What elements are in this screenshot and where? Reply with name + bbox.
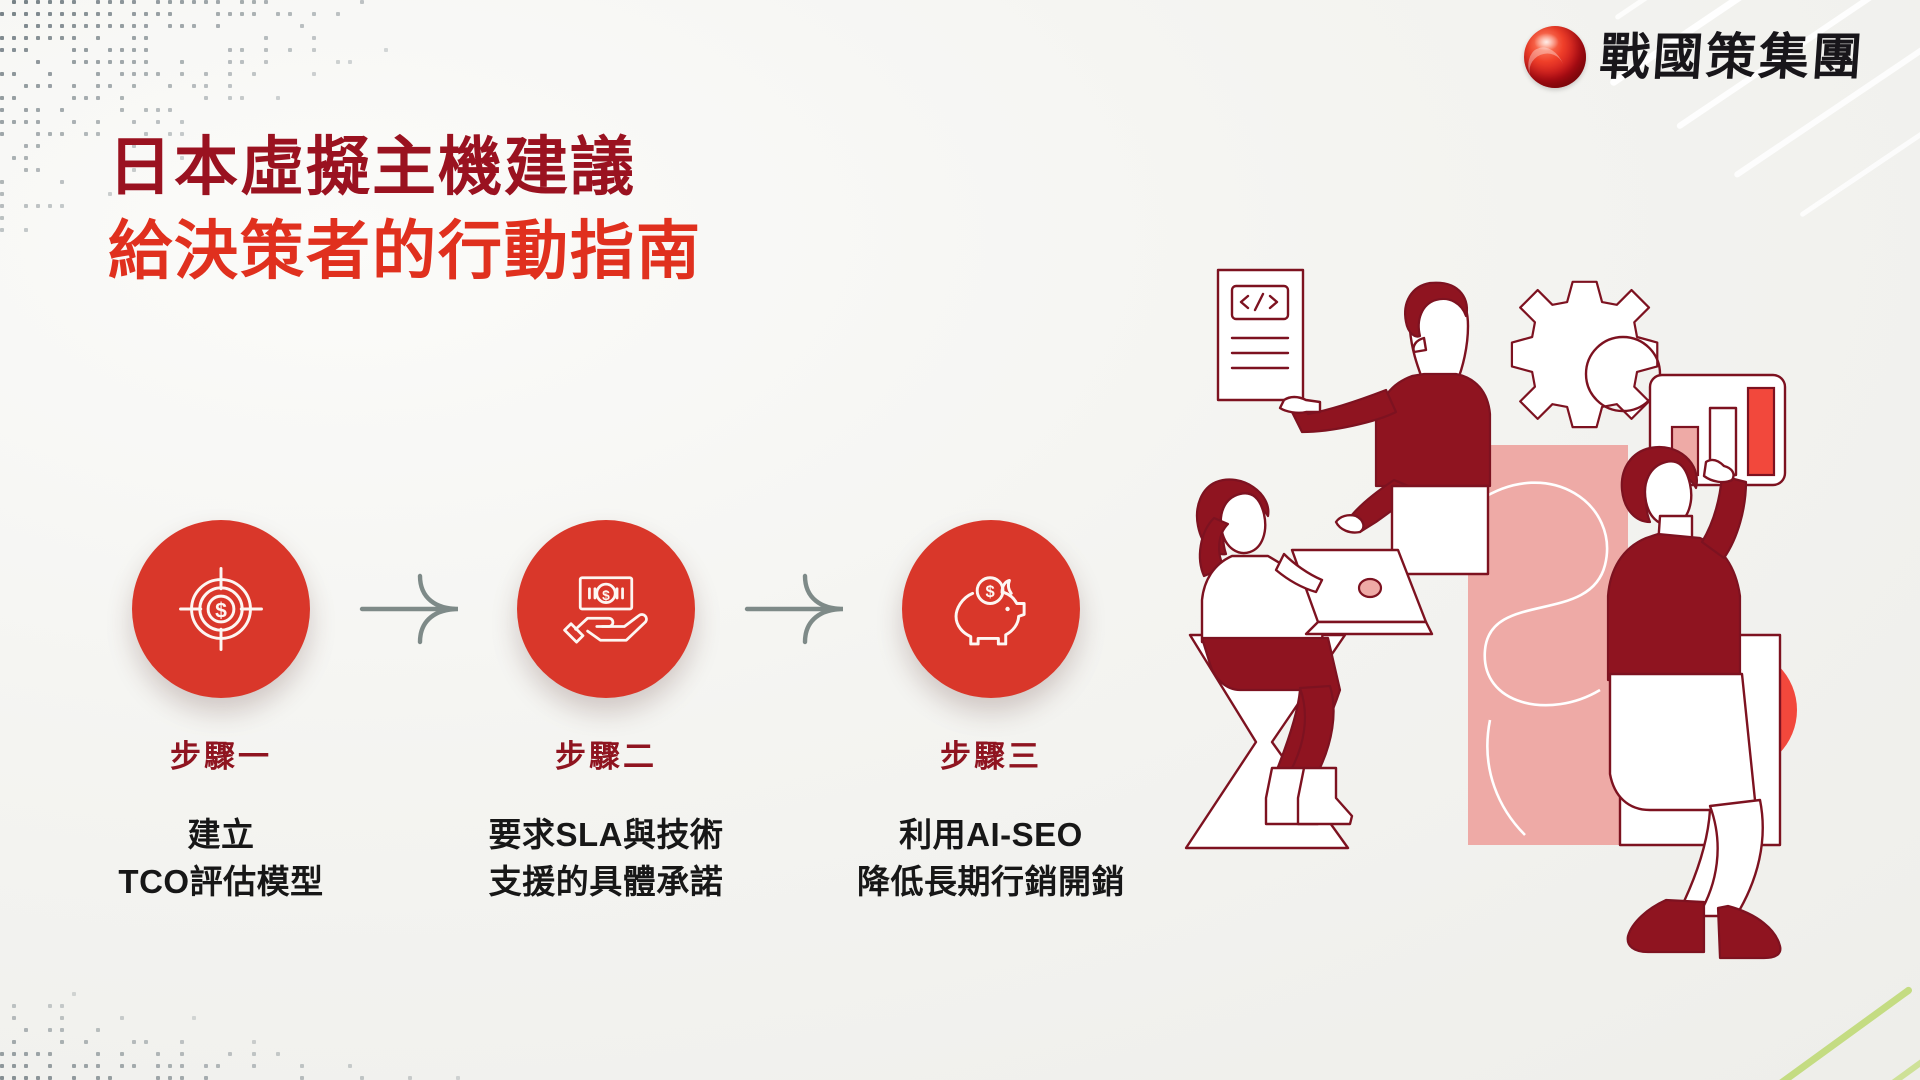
step-1-desc-line-1: 建立 [187, 816, 255, 853]
team-working-with-charts-illustration: .ln{fill:none;stroke:#7d1220;stroke-widt… [1180, 250, 1880, 960]
step-item-1: $ 步驟一 建立 TCO評估模型 [96, 520, 346, 906]
brand-logo: 戰國策集團 [1524, 26, 1868, 88]
step-2-icon-circle: $ [517, 520, 695, 698]
svg-text:$: $ [985, 582, 994, 601]
step-1-icon-circle: $ [132, 520, 310, 698]
bottom-left-dot-pattern [0, 980, 560, 1080]
man-holding-bar-chart-card [1606, 445, 1782, 960]
arrow-right-icon [744, 573, 843, 645]
step-3-desc-line-1: 利用AI-SEO [899, 816, 1083, 853]
title-line-2: 給決策者的行動指南 [108, 215, 702, 288]
step-2-label: 步驟二 [555, 739, 657, 774]
svg-text:$: $ [215, 599, 227, 622]
step-item-3: $ 步驟三 利用AI-SEO 降低長期行銷開銷 [857, 520, 1125, 906]
step-3-label: 步驟三 [940, 739, 1042, 774]
step-1-description: 建立 TCO評估模型 [118, 812, 323, 906]
brand-logo-text: 戰國策集團 [1597, 27, 1868, 86]
svg-text:$: $ [602, 588, 610, 603]
woman-pointing-at-document [1278, 281, 1492, 576]
step-2-description: 要求SLA與技術 支援的具體承諾 [489, 812, 724, 906]
woman-sitting-with-laptop [1195, 478, 1434, 826]
pink-block [1468, 445, 1628, 845]
arrow-right-icon [359, 573, 458, 645]
step-1-label: 步驟一 [170, 739, 272, 774]
red-sphere-logo-icon [1524, 26, 1586, 88]
step-3-desc-line-2: 降低長期行銷開銷 [857, 862, 1125, 900]
step-3-icon-circle: $ [902, 520, 1080, 698]
gear-outline-icon [1510, 280, 1662, 429]
step-2-desc-line-2: 支援的具體承諾 [488, 862, 724, 900]
step-item-2: $ 步驟二 要求SLA與技術 支援的具體承諾 [481, 520, 731, 906]
piggy-bank-icon: $ [954, 576, 1026, 646]
illustration-svg: .ln{fill:none;stroke:#7d1220;stroke-widt… [1184, 268, 1797, 960]
connector-1 [346, 520, 481, 698]
target-dollar-icon: $ [179, 567, 263, 651]
steps-row: $ 步驟一 建立 TCO評估模型 [96, 520, 1156, 906]
code-document-panel [1216, 268, 1305, 402]
step-2-desc-line-1: 要求SLA與技術 [488, 816, 724, 853]
hand-holding-banknote-icon: $ [563, 576, 648, 644]
step-1-desc-line-2: TCO評估模型 [118, 862, 324, 900]
connector-2 [731, 520, 866, 698]
page-title: 日本虛擬主機建議 給決策者的行動指南 [108, 128, 702, 290]
steps-section: $ 步驟一 建立 TCO評估模型 [96, 520, 1156, 906]
step-3-description: 利用AI-SEO 降低長期行銷開銷 [857, 812, 1125, 906]
title-line-1: 日本虛擬主機建議 [108, 131, 636, 203]
